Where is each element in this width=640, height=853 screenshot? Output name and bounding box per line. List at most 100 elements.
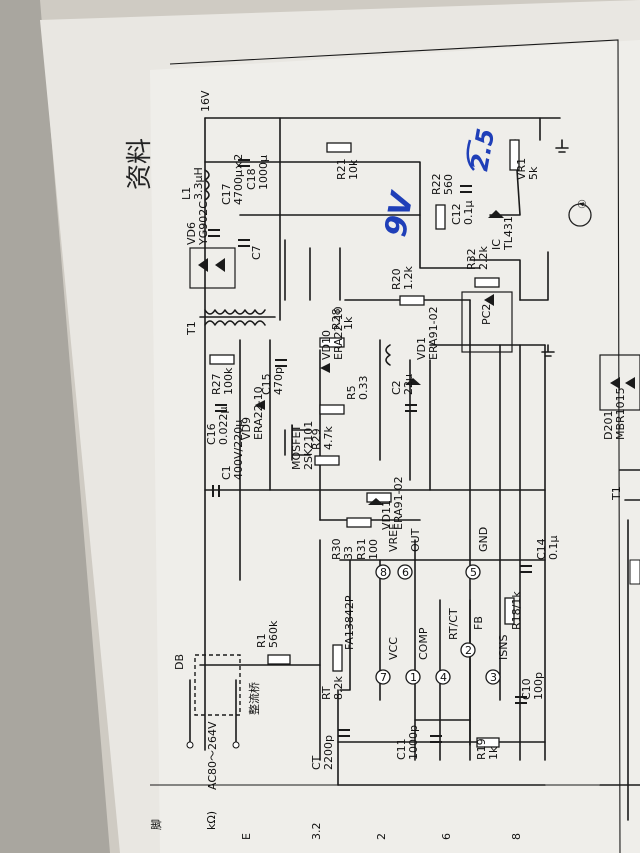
- resistor-R20: [399, 295, 425, 306]
- value-ct: 2200p: [322, 735, 335, 770]
- value-c2: 22µ: [402, 374, 415, 395]
- value-r30: 33: [342, 546, 355, 560]
- label-pc2: PC2: [480, 304, 493, 325]
- value-c14: 0.1µ: [547, 536, 560, 561]
- svg-text:1: 1: [410, 671, 417, 684]
- cap-C15: [275, 359, 287, 367]
- ic-pin-8: [375, 564, 391, 580]
- resistor-R29: [314, 455, 340, 466]
- ic-pin-1: [405, 669, 421, 685]
- label-r20: R20: [390, 268, 403, 290]
- value-ic: TL431: [502, 216, 515, 251]
- resistor-R1: [267, 654, 291, 665]
- value-l1: 3.3µH: [192, 167, 205, 200]
- svg-text:8: 8: [380, 566, 387, 579]
- label-c11: C11: [395, 738, 408, 760]
- aux-winding: [385, 344, 391, 366]
- ic-ref: FA13842P: [343, 595, 356, 650]
- value-c17: 4700µ×2: [232, 154, 245, 205]
- diode-TL431: [488, 210, 504, 218]
- cap-C14: [520, 565, 532, 573]
- label-c2: C2: [390, 380, 403, 395]
- value-vd11: ERA91-02: [392, 476, 405, 530]
- led-PC2: [484, 294, 494, 306]
- label-ct: CT: [310, 755, 323, 770]
- value-c18: 1000µ: [257, 155, 270, 190]
- value-mosfet: 2SK2101: [302, 421, 315, 470]
- transformer-primary: [204, 320, 266, 326]
- svg-text:7: 7: [380, 671, 387, 684]
- label-t1b: T1: [610, 486, 623, 501]
- svg-text:4: 4: [440, 671, 447, 684]
- resistor-R22: [435, 204, 446, 230]
- label-vd6: VD6: [185, 222, 198, 245]
- label-c17: C17: [220, 183, 233, 205]
- ic-pin-name-1: COMP: [417, 627, 430, 660]
- d201-box: [599, 354, 640, 411]
- label-r32: R32: [465, 248, 478, 270]
- label-vd1: VD1: [415, 337, 428, 360]
- ground-icon-2: [555, 139, 569, 153]
- value-vd1: ERA91-02: [427, 306, 440, 360]
- resistor-R5: [319, 404, 345, 415]
- label-r28: R28: [330, 308, 343, 330]
- vd6-box: [189, 247, 236, 289]
- ic-pin-name-2: FB: [472, 616, 485, 630]
- label-c18: C18: [245, 168, 258, 190]
- bridge-box: [194, 654, 241, 716]
- label-rt: RT: [320, 686, 333, 700]
- cap-C18: [238, 159, 250, 167]
- cap-C7: [238, 239, 250, 247]
- value-vd6: YG902C: [197, 201, 210, 246]
- label-vd10: VD10: [320, 330, 333, 360]
- margin-label-0: 脚: [149, 819, 163, 830]
- label-r5: R5: [345, 385, 358, 400]
- resistor-R27: [209, 354, 235, 365]
- cap-C10: [515, 696, 527, 704]
- resistor-R30: [346, 517, 372, 528]
- svg-text:5: 5: [470, 566, 477, 579]
- value-r22: 560: [442, 174, 455, 195]
- ic-pin-name-6: OUT: [409, 528, 422, 552]
- diode-VD9: [255, 400, 265, 410]
- label-r19: R19: [475, 738, 488, 760]
- bridge-ref: DB: [173, 654, 186, 670]
- resistor-R21: [326, 142, 352, 153]
- mosfet-symbol: [284, 424, 311, 461]
- ac-input-label: AC80～264V: [206, 721, 219, 790]
- label-vd9: VD9: [240, 417, 253, 440]
- margin-label-1: kΩ): [205, 811, 218, 830]
- value-c16: 0.022µ: [217, 407, 230, 446]
- svg-text:3: 3: [490, 671, 497, 684]
- ic-pin-2: [460, 642, 476, 658]
- cap-C17: [208, 229, 220, 237]
- value-r31: 100: [367, 539, 380, 560]
- ic-pin-7: [375, 669, 391, 685]
- label-mosfet: MOSFET: [290, 425, 303, 470]
- value-vd9: ERA22-10: [252, 386, 265, 440]
- label-r27: R27: [210, 373, 223, 395]
- value-r5: 0.33: [357, 376, 370, 401]
- cap-C1: [212, 485, 220, 497]
- ic-pin-6: [397, 564, 413, 580]
- label-r29: R29: [310, 428, 323, 450]
- label-r21: R21: [335, 158, 348, 180]
- value-d201: MBR1015: [614, 387, 627, 440]
- label-c16: C16: [205, 423, 218, 445]
- label-r22: R22: [430, 173, 443, 195]
- pc2-box: [461, 291, 513, 353]
- label-c12: C12: [450, 203, 463, 225]
- value-r1: 560k: [267, 620, 280, 648]
- label-c7: C7: [250, 245, 263, 260]
- value-r20: 1.2k: [402, 266, 415, 290]
- label-c10: C10: [520, 678, 533, 700]
- value-r28: 1k: [342, 316, 355, 330]
- cap-C2: [405, 404, 417, 412]
- label-c15: C15: [260, 373, 273, 395]
- value-r27: 100k: [222, 367, 235, 395]
- cap-C12: [460, 185, 472, 193]
- label-vr1: VR1: [515, 158, 528, 180]
- ic-pin-5: [465, 564, 481, 580]
- diode-VD11: [368, 498, 384, 505]
